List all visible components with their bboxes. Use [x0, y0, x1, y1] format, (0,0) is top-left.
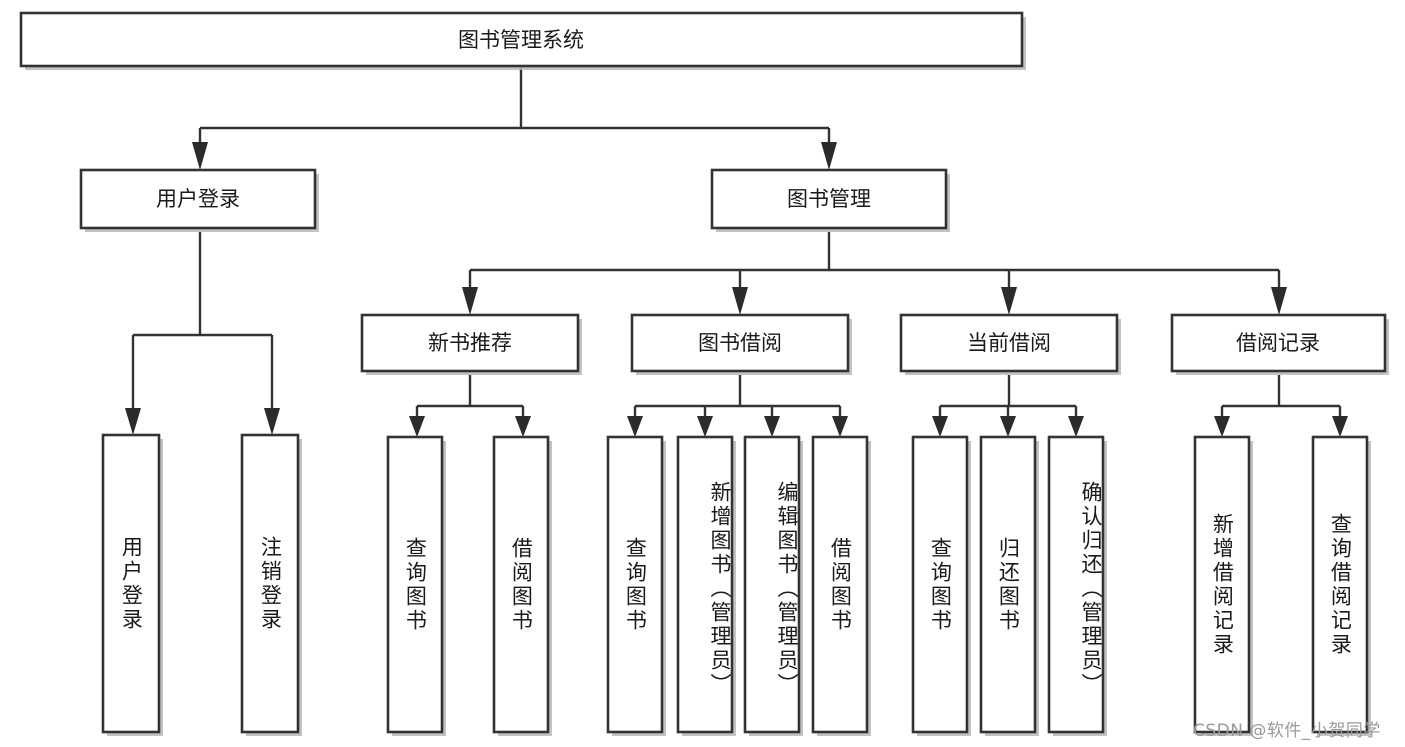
arrowhead-bookborrow-leaf-0 — [627, 416, 643, 437]
arrowhead-book-manage — [821, 142, 837, 170]
node-new-book-recommend[interactable]: 新书推荐 — [360, 313, 582, 375]
node-user-login-box[interactable] — [79, 168, 317, 230]
node-current-borrow[interactable]: 当前借阅 — [899, 313, 1121, 375]
arrowhead-borrowrecord-leaf-1 — [1332, 416, 1348, 437]
node-book-manage-label: 图书管理 — [787, 187, 871, 211]
arrowhead-new-book — [462, 287, 478, 315]
arrowhead-currentborrow-leaf-1 — [1000, 416, 1016, 437]
arrowhead-borrowrecord-leaf-0 — [1214, 416, 1230, 437]
node-root-box[interactable] — [19, 11, 1024, 68]
node-book-borrow-box[interactable] — [630, 313, 850, 373]
node-borrow-record[interactable]: 借阅记录 — [1170, 313, 1389, 375]
node-user-login[interactable]: 用户登录 — [79, 168, 319, 232]
connectors — [131, 66, 1342, 416]
arrowhead-current-borrow — [1001, 287, 1017, 315]
csdn-watermark: CSDN @软件_小贺同学 — [1193, 721, 1381, 741]
leaf-borrowrecord-1-box[interactable] — [1311, 435, 1369, 734]
node-root[interactable]: 图书管理系统 — [19, 11, 1026, 70]
arrowhead-bookborrow-leaf-1 — [697, 416, 713, 437]
arrowhead-userlogin-leaf-0 — [125, 408, 141, 435]
node-book-manage-box[interactable] — [710, 168, 948, 230]
node-user-login-label: 用户登录 — [156, 187, 240, 211]
leaf-bookborrow-0-box[interactable] — [606, 435, 664, 734]
node-book-borrow-label: 图书借阅 — [698, 331, 782, 355]
arrowhead-borrow-record — [1271, 287, 1287, 315]
arrowhead-bookborrow-leaf-2 — [764, 416, 780, 437]
node-current-borrow-label: 当前借阅 — [967, 331, 1051, 355]
leaf-boxes — [101, 433, 1371, 736]
leaf-newbook-0-box[interactable] — [386, 435, 444, 734]
arrowhead-newbook-leaf-1 — [515, 416, 531, 437]
arrowhead-user-login — [192, 142, 208, 170]
arrowhead-book-borrow — [732, 287, 748, 315]
node-current-borrow-box[interactable] — [899, 313, 1119, 373]
leaf-newbook-1-box[interactable] — [492, 435, 550, 734]
leaf-borrowrecord-0-box[interactable] — [1193, 435, 1251, 734]
node-new-book-recommend-label: 新书推荐 — [428, 331, 512, 355]
leaf-currentborrow-0-box[interactable] — [911, 435, 969, 734]
leaf-bookborrow-2-box[interactable] — [743, 435, 801, 734]
arrowhead-userlogin-leaf-1 — [264, 408, 280, 435]
node-new-book-recommend-box[interactable] — [360, 313, 580, 373]
leaf-bookborrow-3-box[interactable] — [811, 435, 869, 734]
node-root-label: 图书管理系统 — [458, 28, 584, 52]
leaf-userlogin-1-box[interactable] — [240, 433, 300, 734]
leaf-currentborrow-1-box[interactable] — [979, 435, 1037, 734]
arrow-heads — [125, 142, 1348, 437]
arrowhead-newbook-leaf-0 — [409, 416, 425, 437]
leaf-userlogin-0-box[interactable] — [101, 433, 161, 734]
node-borrow-record-box[interactable] — [1170, 313, 1387, 373]
leaf-bookborrow-1-box[interactable] — [676, 435, 734, 734]
node-book-borrow[interactable]: 图书借阅 — [630, 313, 852, 375]
arrowhead-currentborrow-leaf-0 — [932, 416, 948, 437]
node-book-manage[interactable]: 图书管理 — [710, 168, 950, 232]
leaf-currentborrow-2-box[interactable] — [1047, 435, 1105, 734]
node-borrow-record-label: 借阅记录 — [1236, 331, 1320, 355]
arrowhead-bookborrow-leaf-3 — [832, 416, 848, 437]
arrowhead-currentborrow-leaf-2 — [1068, 416, 1084, 437]
